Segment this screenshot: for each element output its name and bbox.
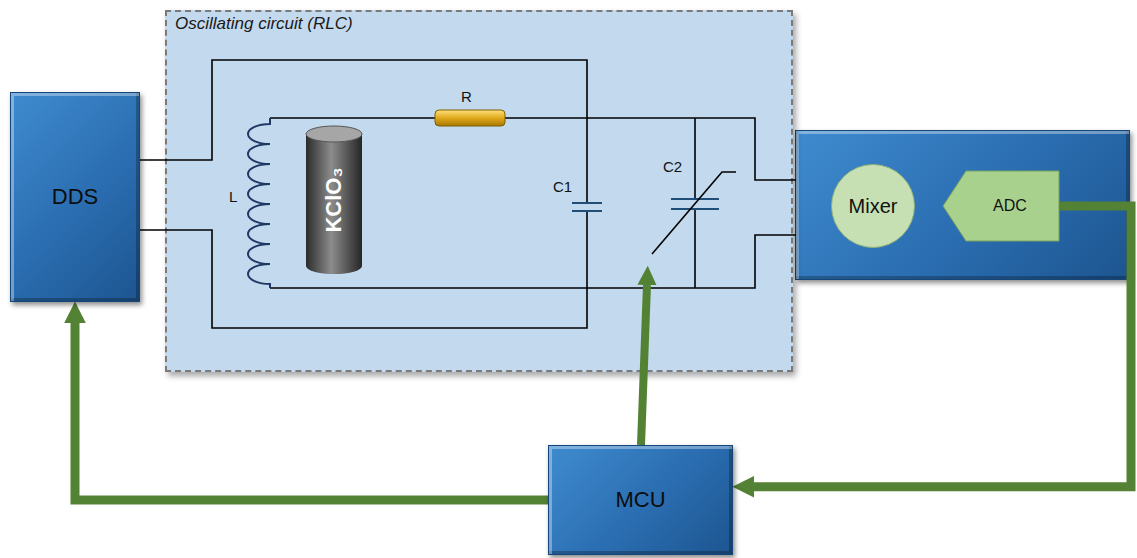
capacitor-label: C1 bbox=[553, 178, 572, 195]
inductor-label: L bbox=[229, 188, 237, 205]
drawing-part bbox=[943, 171, 1059, 241]
dds-top-wire bbox=[140, 60, 587, 203]
capacitor-c1-symbol bbox=[572, 203, 602, 211]
sample-cylinder: KClO₃ bbox=[306, 126, 362, 274]
node-label: DDS bbox=[52, 184, 98, 210]
variable-capacitor-arrow bbox=[652, 172, 736, 254]
drawing-part bbox=[306, 134, 362, 274]
node-label: MCU bbox=[615, 487, 665, 513]
adc-block: ADC bbox=[942, 170, 1060, 242]
dds-bottom-wire bbox=[140, 211, 587, 328]
region-title: Oscillating circuit (RLC) bbox=[175, 14, 353, 34]
control-arrow bbox=[641, 285, 647, 445]
circuit-region: Oscillating circuit (RLC) KClO₃ L R C1 C2 bbox=[165, 10, 793, 372]
dds-block: DDS bbox=[10, 92, 140, 302]
control-arrow bbox=[754, 206, 1131, 487]
node-label: ADC bbox=[993, 197, 1027, 215]
node-label: KClO₃ bbox=[321, 167, 347, 232]
wires bbox=[140, 60, 796, 328]
mixer-circle: Mixer bbox=[831, 164, 915, 248]
mcu-block: MCU bbox=[548, 445, 733, 555]
resistor-symbol bbox=[435, 110, 505, 126]
inductor-coil bbox=[248, 118, 270, 288]
node-label: Mixer bbox=[849, 195, 898, 218]
capacitor-label: C2 bbox=[663, 158, 682, 175]
drawing-part bbox=[306, 126, 362, 142]
resistor-label: R bbox=[461, 88, 472, 105]
